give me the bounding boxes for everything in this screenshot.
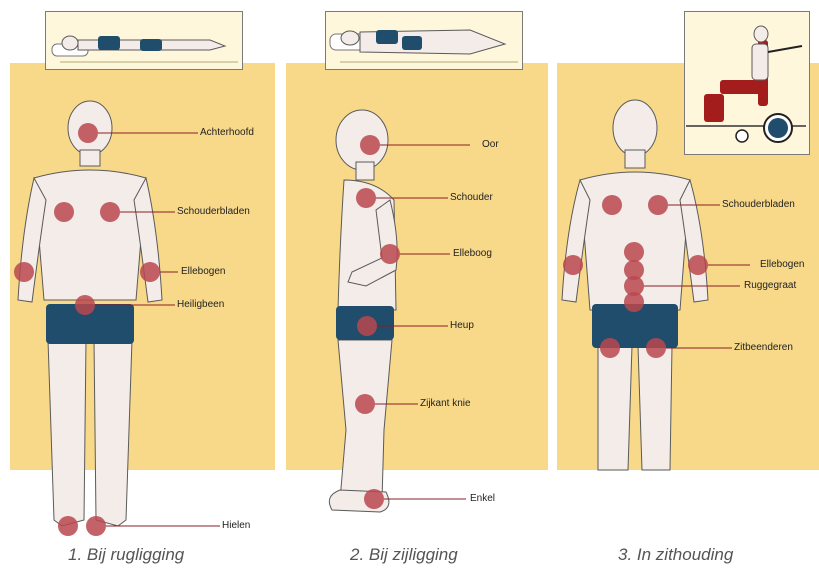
- label-schouderbladen-3: Schouderbladen: [722, 199, 795, 210]
- pressure-point-schouderblad-left: [54, 202, 74, 222]
- pressure-point-elleboog-left: [14, 262, 34, 282]
- pressure-point-ruggegraat-4: [624, 292, 644, 312]
- pressure-point-elleboog: [380, 244, 400, 264]
- label-zijkant-knie: Zijkant knie: [420, 398, 471, 409]
- pressure-point-zitbeen-left: [600, 338, 620, 358]
- pressure-point-schouderblad-right: [648, 195, 668, 215]
- pressure-point-enkel: [364, 489, 384, 509]
- label-zitbeenderen: Zitbeenderen: [734, 342, 793, 353]
- label-heup: Heup: [450, 320, 474, 331]
- pressure-point-heiligbeen: [75, 295, 95, 315]
- pressure-point-hiel-left: [58, 516, 78, 536]
- thumbnail-figure-side: [330, 30, 518, 62]
- pressure-point-hiel-right: [86, 516, 106, 536]
- pressure-point-achterhoofd: [78, 123, 98, 143]
- pressure-point-heup: [357, 316, 377, 336]
- label-schouderbladen-1: Schouderbladen: [177, 206, 250, 217]
- pressure-point-schouderblad-left: [602, 195, 622, 215]
- label-ellebogen-1: Ellebogen: [181, 266, 225, 277]
- caption-rugligging: 1. Bij rugligging: [68, 545, 184, 565]
- pressure-point-zijkant-knie: [355, 394, 375, 414]
- pressure-point-schouderblad-right: [100, 202, 120, 222]
- label-heiligbeen: Heiligbeen: [177, 299, 224, 310]
- pressure-point-elleboog-right: [140, 262, 160, 282]
- label-schouder: Schouder: [450, 192, 493, 203]
- pressure-point-elleboog-left: [563, 255, 583, 275]
- thumbnail-figure-back: [52, 36, 238, 62]
- caption-zijligging: 2. Bij zijligging: [350, 545, 458, 565]
- label-oor: Oor: [482, 139, 499, 150]
- label-ruggegraat: Ruggegraat: [744, 280, 796, 291]
- pressure-point-oor: [360, 135, 380, 155]
- thumbnail-figure-wheelchair: [686, 26, 806, 142]
- label-elleboog: Elleboog: [453, 248, 492, 259]
- pressure-point-schouder: [356, 188, 376, 208]
- label-ellebogen-3: Ellebogen: [760, 259, 804, 270]
- pressure-point-elleboog-right: [688, 255, 708, 275]
- label-hielen: Hielen: [222, 520, 250, 531]
- pressure-point-ruggegraat-1: [624, 242, 644, 262]
- label-achterhoofd: Achterhoofd: [200, 127, 254, 138]
- label-enkel: Enkel: [470, 493, 495, 504]
- caption-zithouding: 3. In zithouding: [618, 545, 733, 565]
- pressure-point-zitbeen-right: [646, 338, 666, 358]
